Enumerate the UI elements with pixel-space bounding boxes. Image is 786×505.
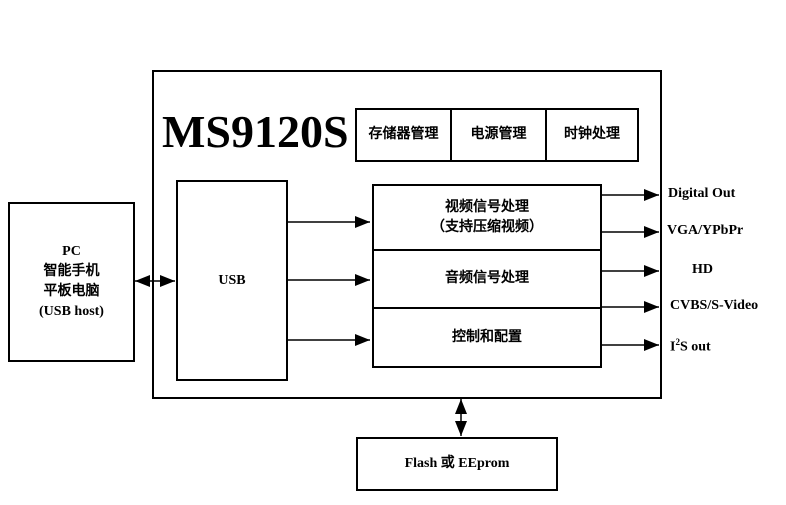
power-block: 电源管理 <box>450 108 547 162</box>
digital-out-label: Digital Out <box>668 186 736 201</box>
i2s-rest: S out <box>679 339 711 355</box>
audio-block: 音频信号处理 <box>372 249 602 309</box>
i2s-sup: 2 <box>675 337 680 347</box>
control-block: 控制和配置 <box>372 307 602 368</box>
chip-title: MS9120S <box>162 106 349 157</box>
i2s-label: I2S out <box>670 337 711 356</box>
phone-label: 智能手机 <box>43 264 100 279</box>
vga-label: VGA/YPbPr <box>667 223 744 238</box>
flash-box: Flash 或 EEprom <box>356 437 558 491</box>
video-block: 视频信号处理 （支持压缩视频） <box>372 184 602 251</box>
memory-block: 存储器管理 <box>355 108 452 162</box>
i2s-i: I <box>670 339 676 355</box>
chip-box <box>152 70 662 399</box>
hd-label: HD <box>692 262 713 277</box>
usb-host-label: (USB host) <box>39 304 104 319</box>
usb-block: USB <box>176 180 288 381</box>
tablet-label: 平板电脑 <box>43 284 100 299</box>
clock-block: 时钟处理 <box>545 108 639 162</box>
pc-box: PC 智能手机 平板电脑 (USB host) <box>8 202 135 362</box>
video-label: 视频信号处理 <box>445 199 529 215</box>
pc-label: PC <box>62 244 81 259</box>
video-sub-label: （支持压缩视频） <box>431 219 543 235</box>
cvbs-label: CVBS/S-Video <box>670 298 759 313</box>
